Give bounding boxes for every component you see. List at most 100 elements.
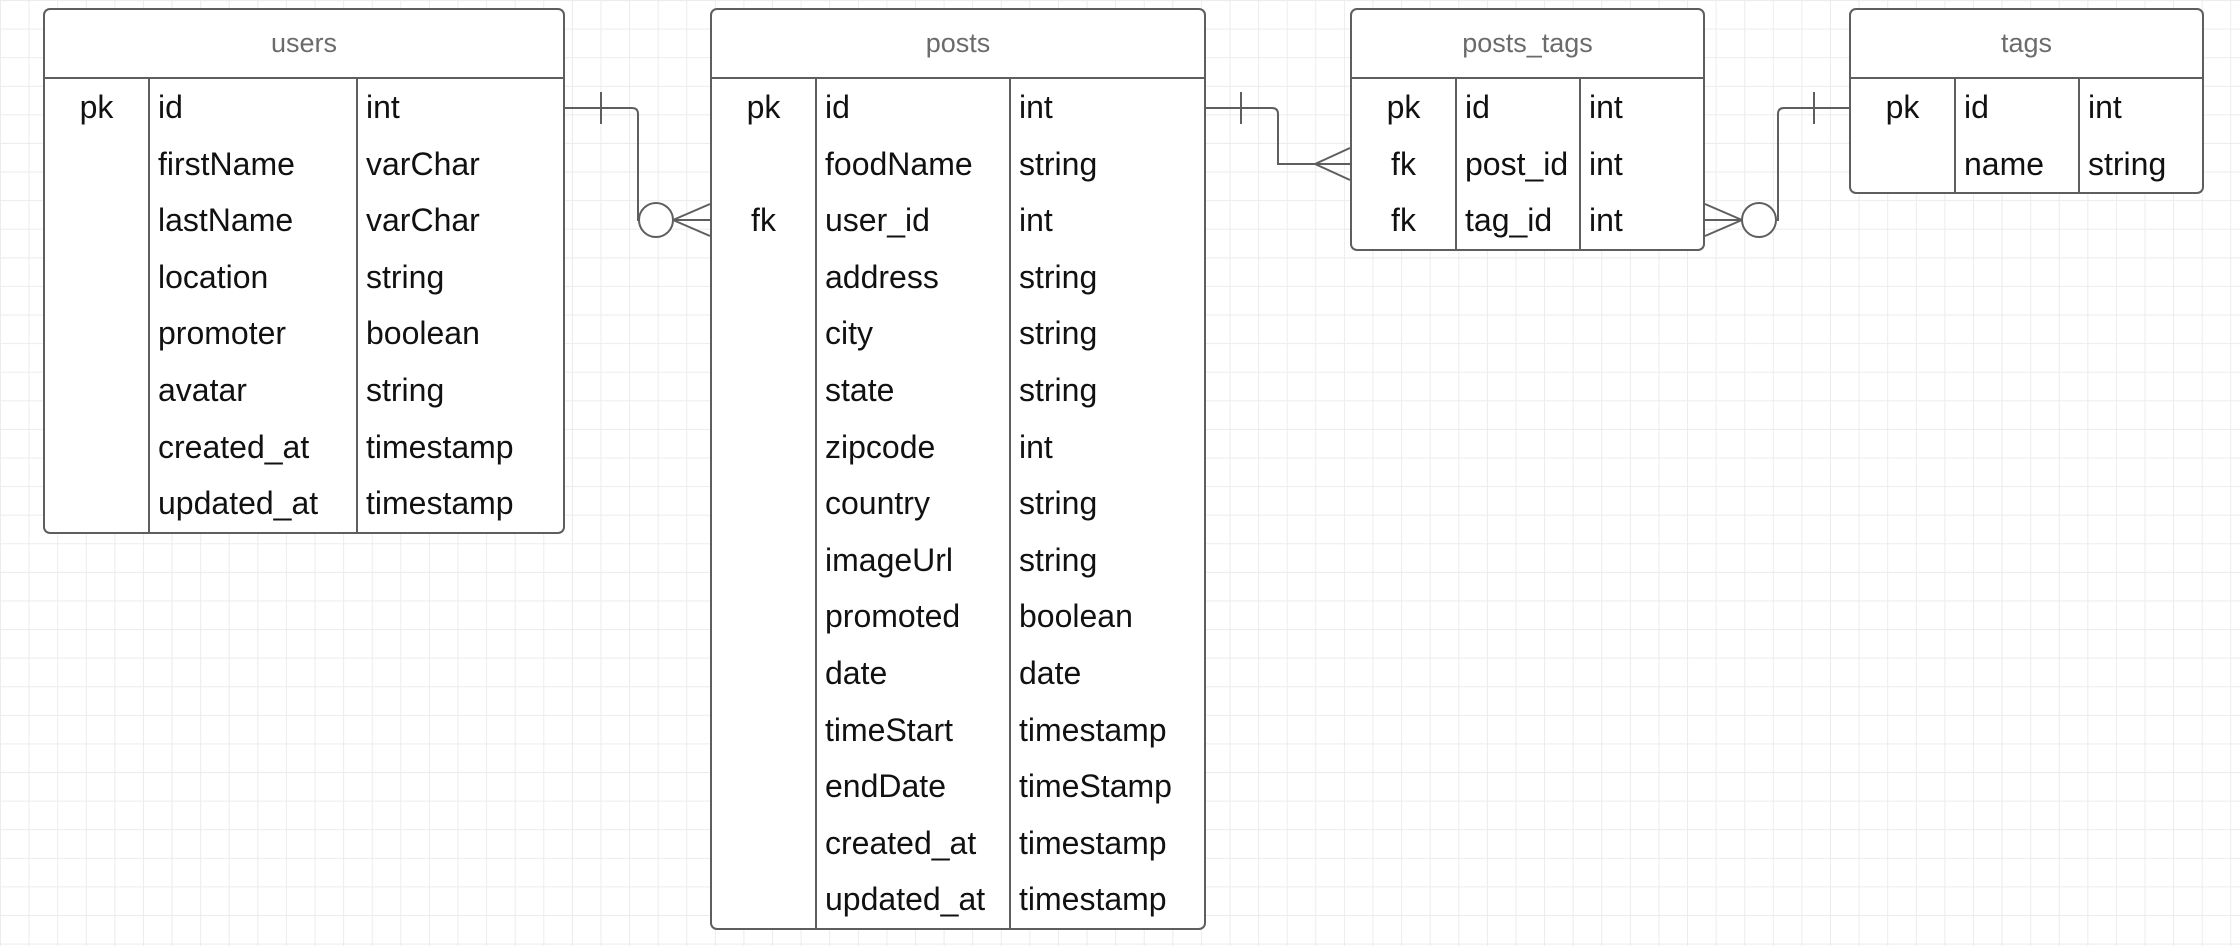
field-type-cell: string: [366, 371, 445, 408]
table-title: users: [45, 10, 563, 79]
table-title: tags: [1851, 10, 2202, 79]
field-type-cell: date: [1019, 654, 1082, 691]
column-divider: [2078, 79, 2080, 193]
field-name-cell: endDate: [825, 768, 946, 805]
field-name-cell: lastName: [158, 202, 294, 239]
table-row[interactable]: avatar string: [45, 362, 563, 419]
field-type-cell: varChar: [366, 202, 480, 239]
field-name-cell: updated_at: [158, 485, 319, 522]
column-divider: [1579, 79, 1581, 249]
field-name-cell: city: [825, 315, 873, 352]
table-row[interactable]: name string: [1851, 136, 2202, 193]
zero-marker: [638, 202, 674, 238]
field-name-cell: promoted: [825, 598, 961, 635]
field-type-cell: timestamp: [1019, 881, 1167, 918]
field-type-cell: timestamp: [366, 428, 514, 465]
key-cell: pk: [79, 89, 114, 125]
field-name-cell: imageUrl: [825, 541, 954, 578]
table-title: posts: [712, 10, 1204, 79]
column-divider: [1455, 79, 1457, 249]
field-type-cell: timestamp: [366, 485, 514, 522]
table-row[interactable]: date date: [712, 645, 1204, 702]
field-type-cell: int: [1019, 202, 1053, 239]
field-type-cell: string: [1019, 541, 1098, 578]
table-title: posts_tags: [1352, 10, 1703, 79]
table-row[interactable]: timeStart timestamp: [712, 702, 1204, 759]
column-divider: [148, 79, 150, 532]
table-row[interactable]: created_at timestamp: [45, 419, 563, 476]
field-type-cell: string: [366, 258, 445, 295]
column-divider: [356, 79, 358, 532]
table-row[interactable]: promoted boolean: [712, 588, 1204, 645]
table-row[interactable]: pk id int: [1352, 79, 1703, 136]
field-name-cell: country: [825, 485, 930, 522]
field-name-cell: created_at: [825, 824, 977, 861]
table-row[interactable]: city string: [712, 305, 1204, 362]
field-name-cell: zipcode: [825, 428, 936, 465]
table-row[interactable]: pk id int: [45, 79, 563, 136]
field-type-cell: timestamp: [1019, 824, 1167, 861]
field-name-cell: updated_at: [825, 881, 986, 918]
zero-marker: [1741, 202, 1777, 238]
table-row[interactable]: imageUrl string: [712, 532, 1204, 589]
field-type-cell: string: [1019, 371, 1098, 408]
table-row[interactable]: updated_at timestamp: [712, 871, 1204, 928]
crowfoot-many-marker: [1314, 147, 1351, 181]
tags-poststags-connector: [1705, 107, 1849, 221]
table-row[interactable]: updated_at timestamp: [45, 475, 563, 532]
field-type-cell: string: [1019, 485, 1098, 522]
field-name-cell: id: [825, 89, 850, 125]
field-name-cell: promoter: [158, 315, 287, 352]
field-name-cell: post_id: [1465, 145, 1569, 182]
table-row[interactable]: endDate timeStamp: [712, 758, 1204, 815]
field-type-cell: string: [2088, 145, 2167, 182]
key-cell: fk: [1391, 145, 1416, 182]
field-type-cell: string: [1019, 315, 1098, 352]
field-name-cell: id: [158, 89, 183, 125]
field-type-cell: int: [366, 89, 400, 125]
field-type-cell: timestamp: [1019, 711, 1167, 748]
field-type-cell: boolean: [1019, 598, 1133, 635]
field-name-cell: id: [1964, 89, 1989, 125]
field-name-cell: timeStart: [825, 711, 954, 748]
field-type-cell: int: [1589, 202, 1623, 239]
field-type-cell: int: [1589, 89, 1623, 125]
field-name-cell: avatar: [158, 371, 247, 408]
column-divider: [1009, 79, 1011, 928]
crowfoot-many-marker: [672, 203, 711, 237]
field-name-cell: id: [1465, 89, 1490, 125]
key-cell: fk: [1391, 202, 1416, 239]
field-type-cell: string: [1019, 258, 1098, 295]
field-name-cell: created_at: [158, 428, 310, 465]
field-type-cell: int: [2088, 89, 2122, 125]
field-name-cell: date: [825, 654, 888, 691]
table-row[interactable]: country string: [712, 475, 1204, 532]
field-name-cell: name: [1964, 145, 2045, 182]
column-divider: [1954, 79, 1956, 193]
table-row[interactable]: created_at timestamp: [712, 815, 1204, 872]
key-cell: pk: [746, 89, 781, 125]
key-cell: pk: [1386, 89, 1421, 125]
field-type-cell: timeStamp: [1019, 768, 1172, 805]
table-row[interactable]: lastName varChar: [45, 192, 563, 249]
